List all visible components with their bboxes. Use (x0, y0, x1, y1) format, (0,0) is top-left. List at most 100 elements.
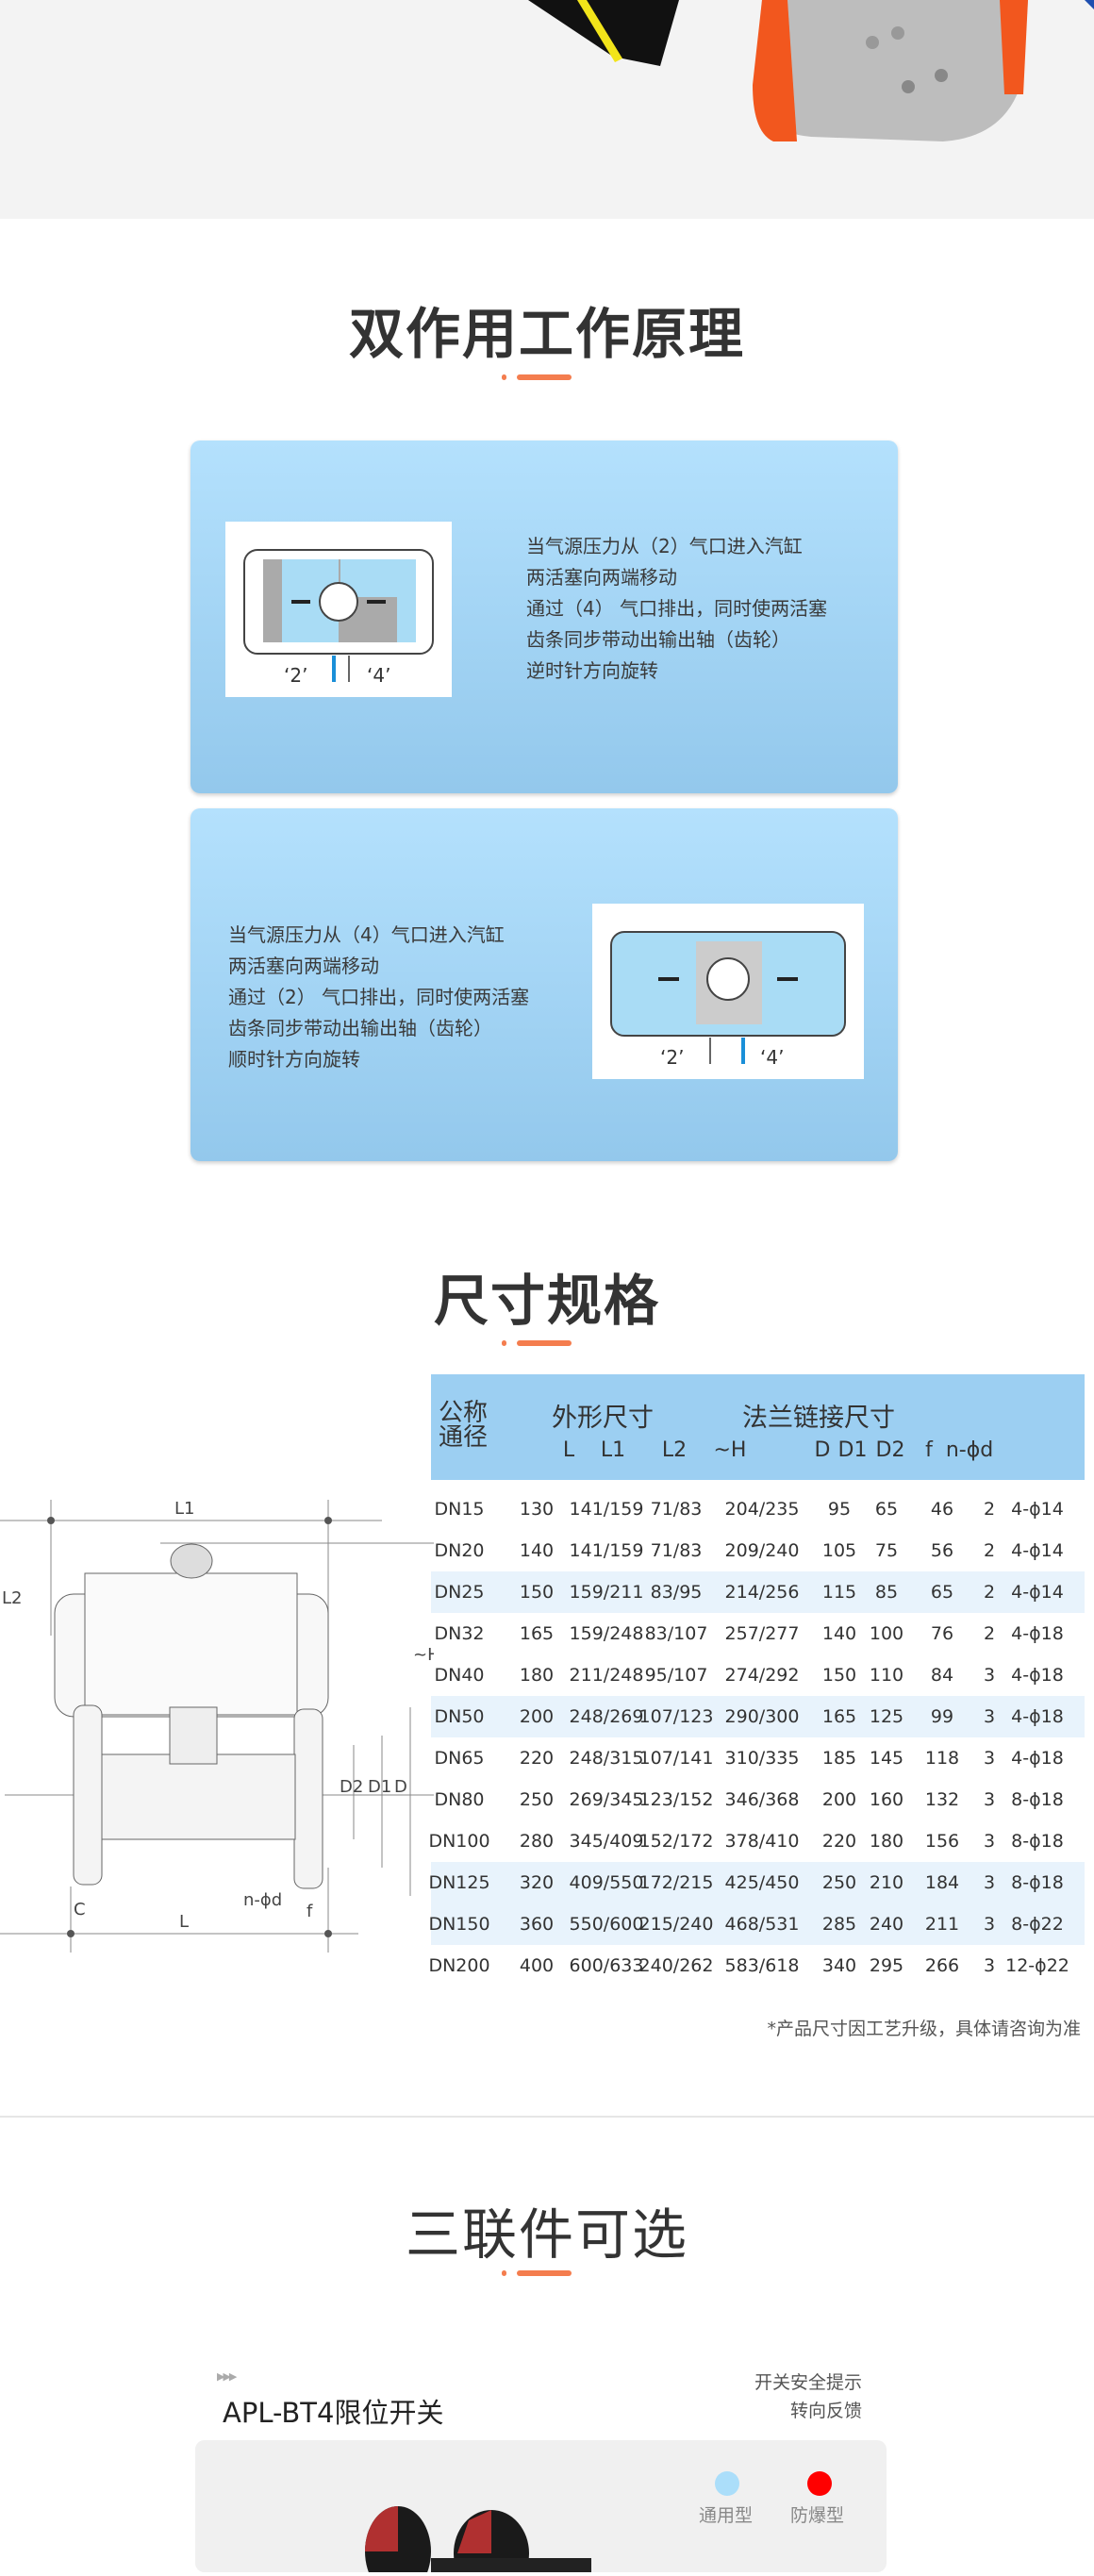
table-cell: 83/107 (644, 1623, 708, 1644)
table-cell: 3 (983, 1914, 996, 1935)
table-cell: 8-ϕ18 (1011, 1872, 1064, 1893)
column-header: L2 (661, 1438, 688, 1462)
table-cell: 360 (519, 1914, 555, 1935)
table-cell: 266 (924, 1955, 960, 1976)
principle-card-2: 当气源压力从（4）气口进入汽缸 两活塞向两端移动 通过（2） 气口排出，同时使两… (191, 808, 898, 1161)
table-cell: 159/248 (569, 1623, 644, 1644)
table-cell: 159/211 (569, 1582, 644, 1603)
section-title-specs: 尺寸规格 (433, 1269, 660, 1333)
explosion-proof-type-dot (807, 2471, 832, 2496)
table-cell: 4-ϕ14 (1011, 1582, 1064, 1603)
table-cell: 4-ϕ14 (1011, 1540, 1064, 1561)
table-cell: 83/95 (650, 1582, 703, 1603)
table-cell: 240 (869, 1914, 904, 1935)
table-cell: 180 (519, 1665, 555, 1686)
title-underline (502, 2269, 577, 2277)
table-cell: 118 (924, 1748, 960, 1769)
table-cell: 107/123 (638, 1706, 714, 1727)
table-cell: 274/292 (724, 1665, 800, 1686)
text-line: 两活塞向两端移动 (228, 955, 379, 977)
section-divider (0, 2116, 1094, 2118)
table-cell: 95/107 (644, 1665, 708, 1686)
table-cell: 8-ϕ18 (1011, 1831, 1064, 1852)
table-cell: 150 (821, 1665, 857, 1686)
table-cell: 200 (519, 1706, 555, 1727)
table-cell: 71/83 (650, 1499, 703, 1520)
table-cell: 141/159 (569, 1540, 644, 1561)
table-cell: 600/633 (569, 1955, 644, 1976)
table-cell: 100 (869, 1623, 904, 1644)
table-cell: 141/159 (569, 1499, 644, 1520)
table-cell: 46 (930, 1499, 954, 1520)
table-cell: 4-ϕ18 (1011, 1748, 1064, 1769)
table-cell: 123/152 (638, 1789, 714, 1810)
table-cell: 2 (983, 1623, 996, 1644)
table-cell: 209/240 (724, 1540, 800, 1561)
dim-label-L1: L1 (174, 1499, 194, 1519)
table-cell: 140 (821, 1623, 857, 1644)
table-cell: 71/83 (650, 1540, 703, 1561)
table-cell: 75 (874, 1540, 899, 1561)
section-title-accessories: 三联件可选 (405, 2202, 688, 2267)
dim-label-H: ~H (413, 1645, 434, 1665)
table-cell: 211/248 (569, 1665, 644, 1686)
column-header: D (814, 1438, 831, 1462)
table-cell: DN20 (434, 1540, 485, 1561)
table-cell: 99 (930, 1706, 954, 1727)
actuator-photo (528, 0, 1094, 141)
table-cell: 4-ϕ18 (1011, 1706, 1064, 1727)
table-cell: 200 (821, 1789, 857, 1810)
table-cell: 95 (827, 1499, 852, 1520)
section-title-principle: 双作用工作原理 (348, 302, 745, 366)
port-4-label: ‘4’ (760, 1046, 784, 1069)
title-underline (502, 374, 577, 381)
table-cell: 76 (930, 1623, 954, 1644)
explosion-proof-type-label: 防爆型 (790, 2505, 845, 2526)
table-cell: 152/172 (638, 1831, 714, 1852)
table-cell: 214/256 (724, 1582, 800, 1603)
table-cell: 3 (983, 1955, 996, 1976)
valve-dimension-drawing: L1 L2 ~H D2 D1 D n-ϕd C f L (0, 1471, 440, 2000)
table-cell: 210 (869, 1872, 904, 1893)
table-cell: DN80 (434, 1789, 485, 1810)
table-cell: 8-ϕ22 (1011, 1914, 1064, 1935)
table-cell: DN100 (428, 1831, 490, 1852)
table-cell: 425/450 (724, 1872, 800, 1893)
table-cell: 310/335 (724, 1748, 800, 1769)
table-cell: 180 (869, 1831, 904, 1852)
hero-product-image (0, 0, 1094, 219)
table-cell: 204/235 (724, 1499, 800, 1520)
feature-line: 转向反馈 (789, 2401, 862, 2421)
column-header: ~H (713, 1438, 747, 1462)
table-cell: DN200 (428, 1955, 490, 1976)
header-nominal-line: 通径 (439, 1423, 489, 1452)
table-cell: DN32 (434, 1623, 485, 1644)
table-cell: 110 (869, 1665, 904, 1686)
table-cell: 4-ϕ18 (1011, 1623, 1064, 1644)
table-cell: 12-ϕ22 (1005, 1955, 1069, 1976)
table-cell: 115 (821, 1582, 857, 1603)
table-cell: 132 (924, 1789, 960, 1810)
text-line: 通过（2） 气口排出，同时使两活塞 (228, 986, 530, 1008)
table-cell: 165 (821, 1706, 857, 1727)
table-cell: 400 (519, 1955, 555, 1976)
table-cell: 583/618 (724, 1955, 800, 1976)
table-cell: 269/345 (569, 1789, 644, 1810)
table-cell: 160 (869, 1789, 904, 1810)
table-cell: 8-ϕ18 (1011, 1789, 1064, 1810)
table-cell: 125 (869, 1706, 904, 1727)
table-cell: DN65 (434, 1748, 485, 1769)
table-cell: 4-ϕ14 (1011, 1499, 1064, 1520)
table-cell: 215/240 (638, 1914, 714, 1935)
table-cell: DN25 (434, 1582, 485, 1603)
dim-label-C: C (74, 1900, 86, 1920)
feature-line: 开关安全提示 (754, 2372, 862, 2393)
column-header: n-ϕd (945, 1438, 994, 1462)
column-header: L (562, 1438, 575, 1462)
